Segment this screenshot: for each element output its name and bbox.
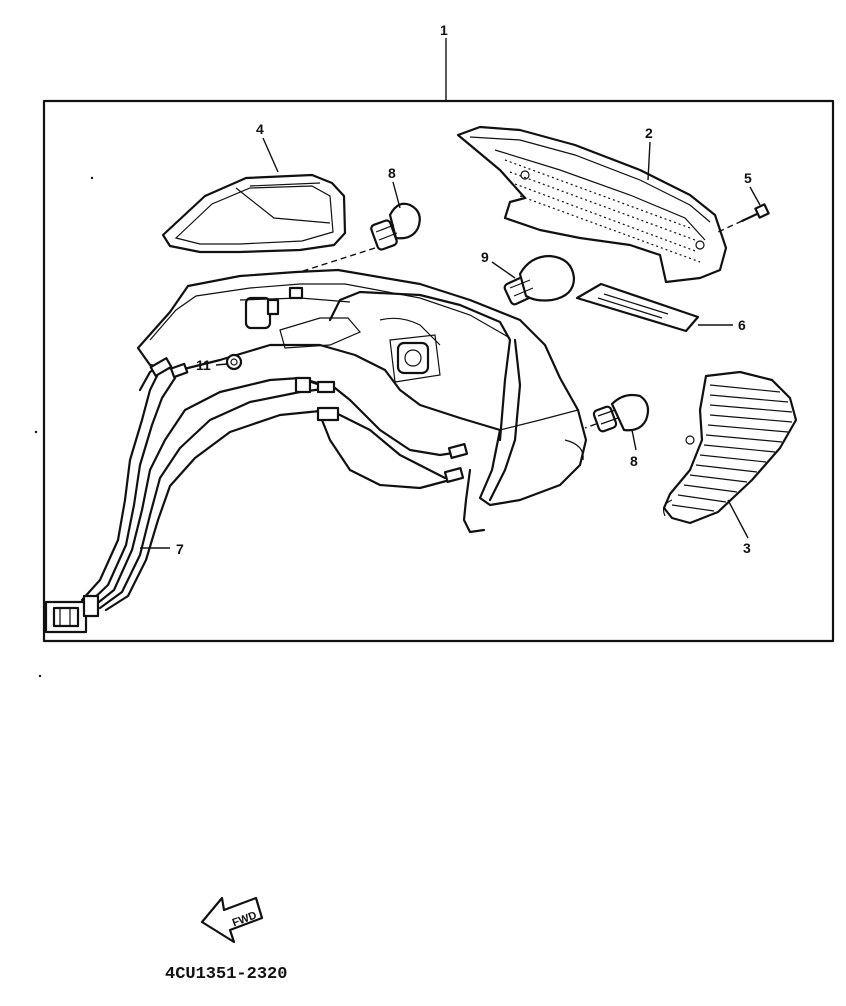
callout-9-leader <box>491 261 516 279</box>
callout-5-leader <box>749 186 761 206</box>
housing-tail-edge <box>462 468 486 534</box>
callout-1: 1 <box>440 22 448 38</box>
callout-11-leader <box>215 363 228 366</box>
callout-8b: 8 <box>630 453 638 469</box>
part-code: 4CU1351-2320 <box>165 965 287 984</box>
fwd-arrow-icon: FWD <box>200 896 264 944</box>
callout-9: 9 <box>481 249 489 265</box>
callout-5: 5 <box>744 170 752 186</box>
callout-3-leader <box>727 499 749 539</box>
callout-8a-leader <box>392 181 401 209</box>
callout-7: 7 <box>176 541 184 557</box>
main-housing <box>136 268 588 507</box>
stray-dot <box>38 674 42 678</box>
assembly-frame <box>42 99 835 643</box>
stray-dot <box>90 176 94 180</box>
part-7-wiring-harness <box>44 357 469 634</box>
bulb-8-guide <box>299 247 376 273</box>
callout-4: 4 <box>256 121 264 137</box>
part-8-bulb-upper <box>370 202 421 251</box>
part-4-lens-cover <box>161 173 347 254</box>
part-11-grommet <box>225 353 243 371</box>
part-9-bulb <box>503 254 576 306</box>
callout-8b-leader <box>631 429 637 451</box>
part-3-side-lens <box>662 370 798 525</box>
bulb-8b-guide <box>584 423 597 429</box>
stray-dot <box>34 430 38 434</box>
callout-11: 11 <box>196 357 211 373</box>
callout-2-leader <box>647 141 651 181</box>
screw-5-guide <box>717 220 743 233</box>
part-2-main-lens <box>456 125 728 284</box>
part-6-reflector-strip <box>575 282 700 333</box>
callout-2: 2 <box>645 125 653 141</box>
callout-6: 6 <box>738 317 746 333</box>
callout-8a: 8 <box>388 165 396 181</box>
part-8-bulb-lower <box>592 393 650 433</box>
callout-3: 3 <box>743 540 751 556</box>
part-5-screw <box>740 203 770 223</box>
callout-4-leader <box>262 137 279 173</box>
